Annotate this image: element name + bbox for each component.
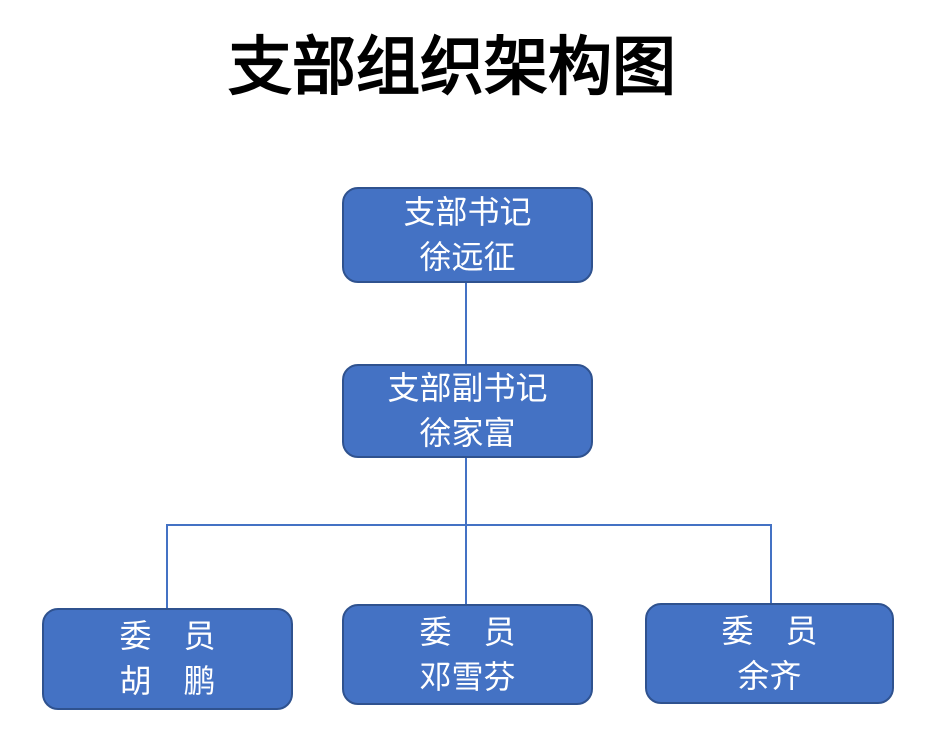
node-role: 支部书记 — [403, 193, 532, 232]
node-name: 徐远征 — [419, 238, 516, 276]
node-role: 委 员 — [721, 611, 818, 650]
org-node-member-1: 委 员 胡 鹏 — [42, 608, 293, 710]
node-name: 余齐 — [737, 656, 802, 695]
connector-horizontal-bus — [166, 524, 772, 526]
org-node-secretary: 支部书记 徐远征 — [342, 187, 593, 283]
node-name: 徐家富 — [419, 414, 516, 452]
connector-secretary-deputy — [465, 283, 467, 364]
page-title: 支部组织架构图 — [228, 30, 676, 105]
node-name: 邓雪芬 — [419, 657, 516, 696]
connector-deputy-member-1 — [166, 524, 168, 608]
node-role: 委 员 — [119, 617, 216, 656]
org-node-deputy-secretary: 支部副书记 徐家富 — [342, 364, 593, 458]
connector-deputy-member-3 — [770, 524, 772, 603]
node-name: 胡 鹏 — [119, 662, 216, 700]
node-role: 支部副书记 — [387, 369, 548, 408]
org-node-member-3: 委 员 余齐 — [645, 603, 894, 704]
org-node-member-2: 委 员 邓雪芬 — [342, 604, 593, 705]
node-role: 委 员 — [419, 612, 516, 651]
connector-deputy-member-2 — [465, 458, 467, 604]
